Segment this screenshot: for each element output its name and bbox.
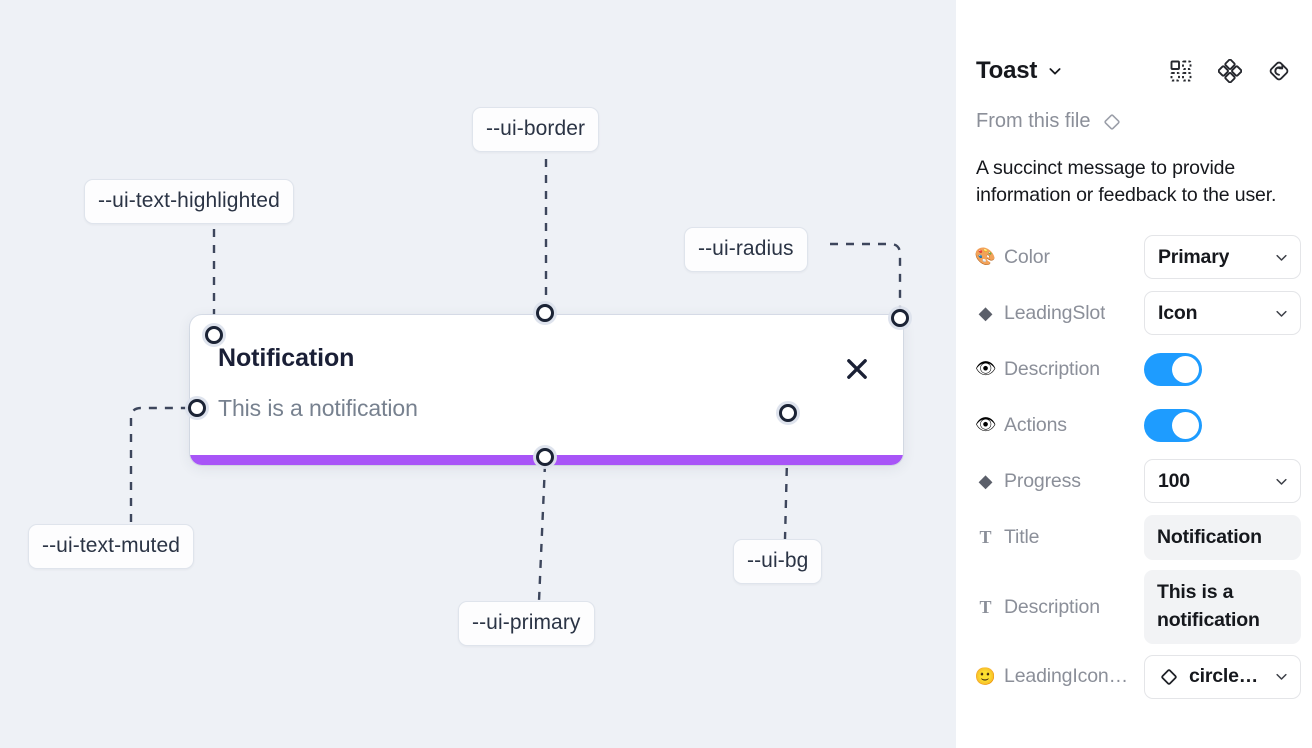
diamond-component-icon xyxy=(1101,111,1123,133)
property-label-group: T Title xyxy=(976,526,1144,549)
property-label-group: 👁 Description xyxy=(974,357,1144,381)
property-row-leadingslot: ◆ LeadingSlot Icon xyxy=(976,290,1301,336)
description-input-value: This is a notification xyxy=(1157,581,1260,632)
panel-header: Toast xyxy=(976,46,1292,96)
leadingicon-select[interactable]: circle… xyxy=(1144,654,1301,699)
component-description: A succinct message to provide informatio… xyxy=(976,157,1277,206)
property-label-group: 🎨 Color xyxy=(974,245,1144,269)
property-row-leadingicon: 🙂 LeadingIcon… circle… xyxy=(974,654,1301,700)
token-pill-ui-border[interactable]: --ui-border xyxy=(472,107,600,152)
property-row-color: 🎨 Color Primary xyxy=(974,234,1301,280)
component-grid-icon[interactable] xyxy=(1168,58,1194,84)
token-pill-ui-radius[interactable]: --ui-radius xyxy=(684,227,808,272)
toast-description: This is a notification xyxy=(218,395,418,421)
property-label: LeadingSlot xyxy=(1004,301,1106,324)
progress-select-value: 100 xyxy=(1158,469,1190,492)
properties-panel: Toast xyxy=(956,0,1312,748)
diamond-component-icon xyxy=(1158,666,1180,688)
diamond-icon: ◆ xyxy=(978,302,993,323)
property-label-group: ◆ Progress xyxy=(976,470,1144,493)
anchor-ui-border[interactable] xyxy=(536,304,554,322)
token-pill-ui-bg[interactable]: --ui-bg xyxy=(733,539,823,584)
leadingslot-select-value: Icon xyxy=(1158,301,1198,324)
reset-instance-icon[interactable] xyxy=(1266,58,1292,84)
text-icon: T xyxy=(979,526,992,547)
property-label: Description xyxy=(1004,357,1100,380)
property-row-description-visible: 👁 Description xyxy=(974,346,1292,392)
toast-title: Notification xyxy=(218,344,355,372)
from-this-file-label: From this file xyxy=(976,110,1091,132)
property-row-description-text: T Description This is a notification xyxy=(976,570,1301,644)
property-control: Icon xyxy=(1144,291,1301,336)
property-label: Title xyxy=(1004,525,1040,548)
leadingslot-select[interactable]: Icon xyxy=(1144,291,1301,336)
eye-icon: 👁 xyxy=(974,359,997,379)
toggle-knob xyxy=(1172,355,1199,383)
toast-component-preview[interactable]: Notification This is a notification xyxy=(190,315,903,465)
anchor-ui-text-muted[interactable] xyxy=(188,399,206,417)
palette-icon: 🎨 xyxy=(974,247,997,267)
property-control: This is a notification xyxy=(1144,570,1301,644)
actions-toggle[interactable] xyxy=(1144,408,1202,442)
eye-icon: 👁 xyxy=(974,415,997,435)
anchor-ui-text-highlighted[interactable] xyxy=(205,326,223,344)
token-pill-ui-text-muted[interactable]: --ui-text-muted xyxy=(28,524,195,569)
anchor-ui-bg[interactable] xyxy=(779,404,797,422)
property-label-group: 👁 Actions xyxy=(974,413,1144,437)
close-x-icon[interactable] xyxy=(843,355,871,383)
toggle-knob xyxy=(1172,411,1199,439)
property-label-group: ◆ LeadingSlot xyxy=(976,302,1144,325)
property-control xyxy=(1144,408,1292,442)
progress-select[interactable]: 100 xyxy=(1144,459,1301,504)
property-label: LeadingIcon… xyxy=(1004,665,1128,688)
property-label: Progress xyxy=(1004,469,1081,492)
description-input[interactable]: This is a notification xyxy=(1144,570,1301,644)
panel-header-icons xyxy=(1168,58,1292,84)
diamond-icon: ◆ xyxy=(978,470,993,491)
token-pill-ui-primary[interactable]: --ui-primary xyxy=(458,601,595,646)
chevron-down-icon xyxy=(1274,250,1289,265)
panel-title: Toast xyxy=(976,57,1038,84)
property-label-group: T Description xyxy=(976,596,1144,619)
property-row-actions-visible: 👁 Actions xyxy=(974,402,1292,448)
property-control: Notification xyxy=(1144,514,1301,561)
title-input-value: Notification xyxy=(1157,525,1262,548)
emoji-smiley-icon: 🙂 xyxy=(974,666,997,686)
property-control: 100 xyxy=(1144,459,1301,504)
text-icon: T xyxy=(979,596,992,617)
property-control: circle… xyxy=(1144,654,1301,699)
property-label: Actions xyxy=(1004,413,1067,436)
chevron-down-icon[interactable] xyxy=(1047,63,1063,79)
property-label-group: 🙂 LeadingIcon… xyxy=(974,665,1144,688)
property-control xyxy=(1144,352,1292,386)
color-select[interactable]: Primary xyxy=(1144,235,1301,280)
property-label: Color xyxy=(1004,245,1050,268)
property-list: 🎨 Color Primary xyxy=(974,234,1301,700)
title-input[interactable]: Notification xyxy=(1144,514,1301,561)
anchor-ui-primary[interactable] xyxy=(536,448,554,466)
design-canvas[interactable]: --ui-text-highlighted --ui-border --ui-r… xyxy=(0,0,956,748)
token-pill-ui-text-highlighted[interactable]: --ui-text-highlighted xyxy=(84,179,294,224)
description-toggle[interactable] xyxy=(1144,352,1202,386)
variants-diamonds-icon[interactable] xyxy=(1217,58,1243,84)
property-row-title: T Title Notification xyxy=(976,514,1301,561)
chevron-down-icon xyxy=(1274,474,1289,489)
color-select-value: Primary xyxy=(1158,245,1230,268)
chevron-down-icon xyxy=(1274,669,1289,684)
property-row-progress: ◆ Progress 100 xyxy=(976,458,1301,504)
property-label: Description xyxy=(1004,595,1100,618)
from-this-file-row[interactable]: From this file xyxy=(976,110,1292,133)
anchor-ui-radius[interactable] xyxy=(891,309,909,327)
chevron-down-icon xyxy=(1274,306,1289,321)
property-control: Primary xyxy=(1144,235,1301,280)
leadingicon-select-value: circle… xyxy=(1189,665,1259,688)
